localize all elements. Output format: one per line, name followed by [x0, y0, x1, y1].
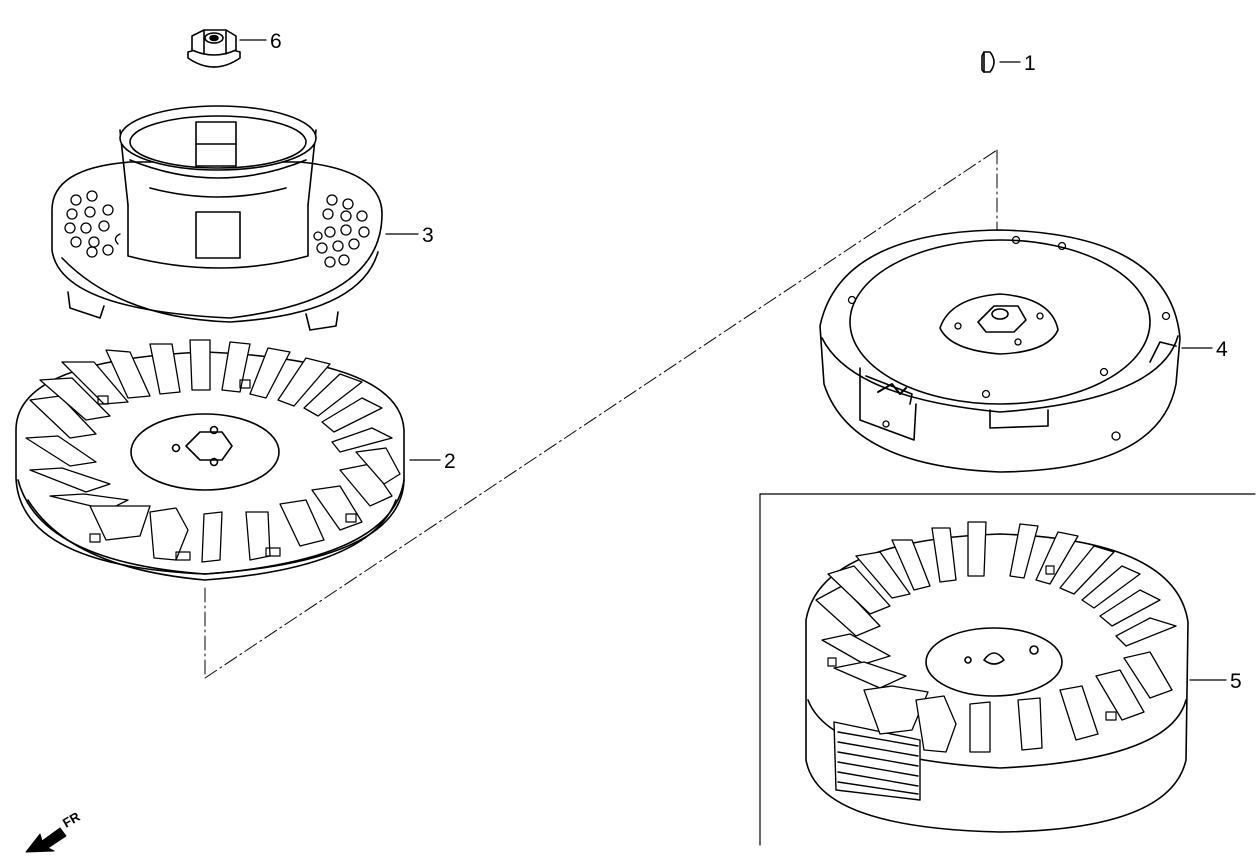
fan-cup-drawing — [51, 105, 383, 331]
callout-5: 5 — [1230, 670, 1242, 693]
front-arrow-icon — [25, 827, 67, 853]
woodruff-key-drawing — [981, 51, 995, 73]
flywheel-fan-assembly-drawing — [805, 521, 1189, 833]
callout-6: 6 — [270, 30, 282, 53]
leader-lines — [239, 39, 1227, 681]
callout-4: 4 — [1216, 338, 1228, 361]
cooling-fan-drawing — [15, 339, 405, 581]
callout-1: 1 — [1024, 52, 1036, 75]
front-direction-label: FR — [60, 809, 83, 831]
flange-nut-drawing — [187, 29, 241, 68]
flywheel-drawing — [819, 229, 1181, 473]
alternate-part-frame — [759, 493, 1256, 846]
front-direction-indicator: FR — [25, 809, 83, 853]
callout-3: 3 — [422, 224, 434, 247]
callout-2: 2 — [444, 450, 456, 473]
